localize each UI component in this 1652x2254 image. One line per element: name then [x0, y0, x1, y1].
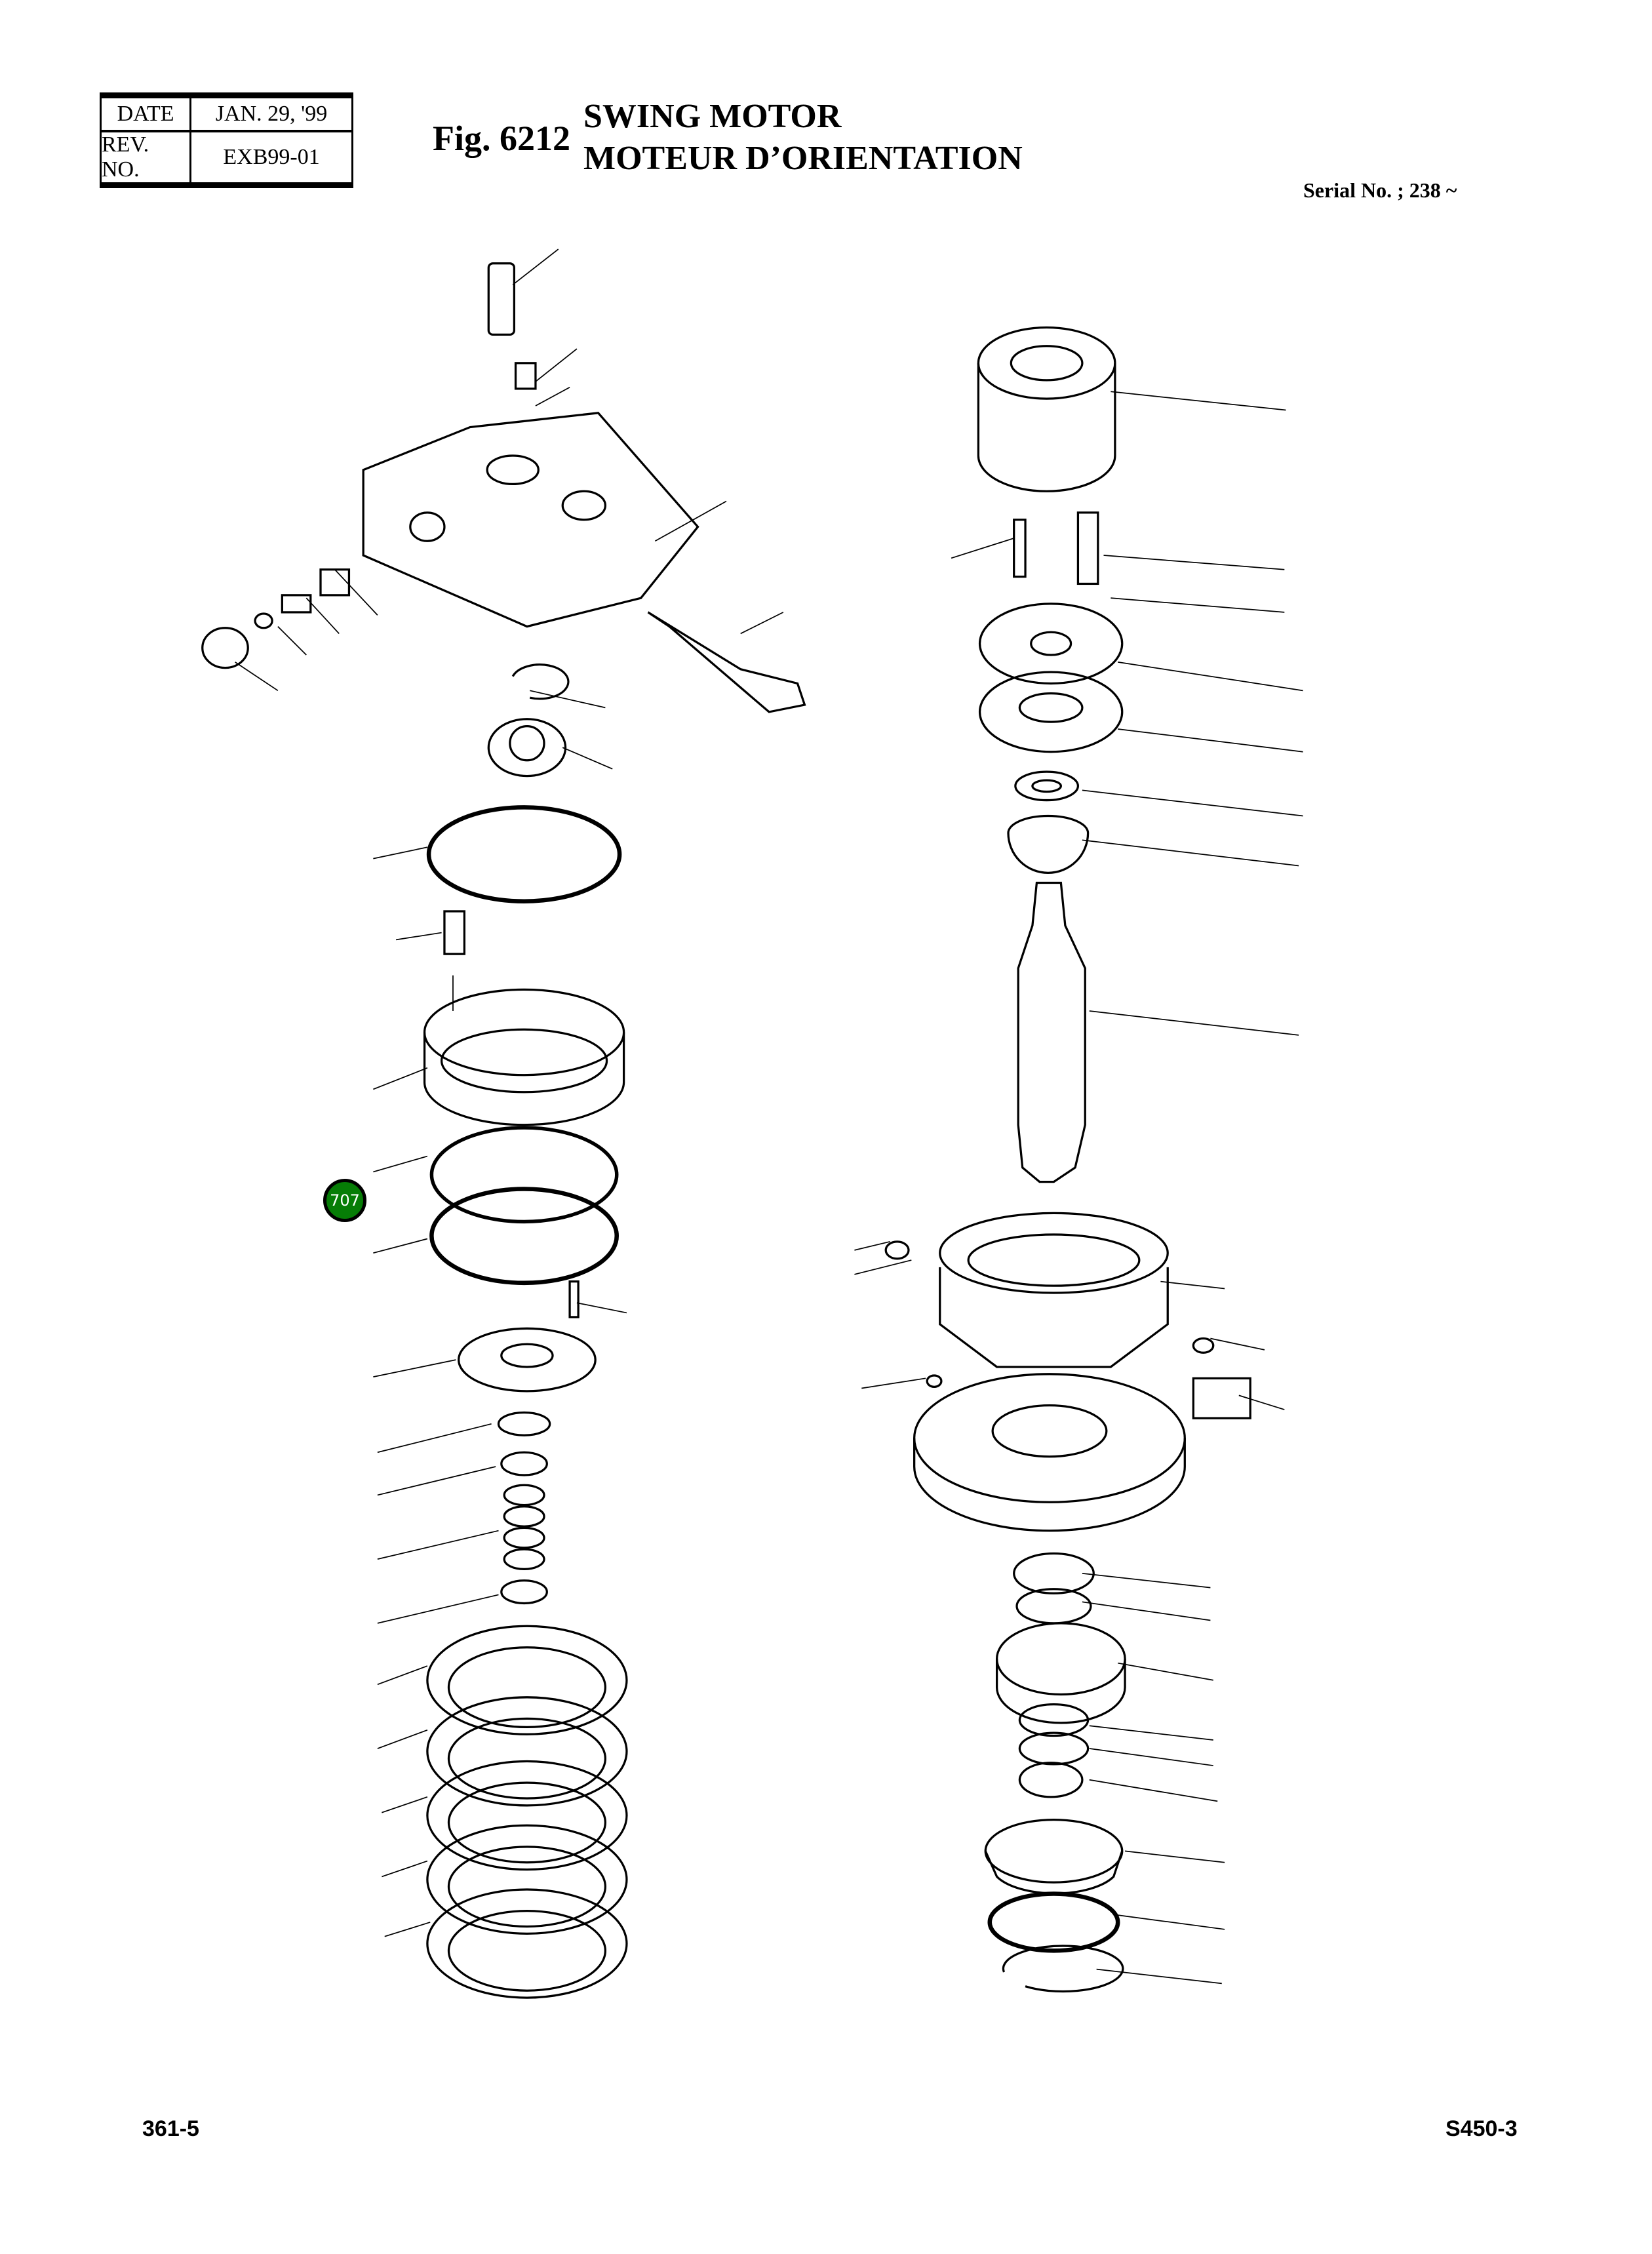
leader-lines — [235, 248, 1303, 1985]
callout-badge-707[interactable]: 707 — [323, 1179, 366, 1222]
rev-label: REV. NO. — [102, 132, 192, 182]
right-column-parts — [884, 326, 1251, 1993]
left-column-parts — [201, 262, 806, 1999]
rev-value: EXB99-01 — [223, 145, 320, 169]
page-number: 361-5 — [142, 2116, 199, 2141]
serial-number: Serial No. ; 238 ~ — [1303, 178, 1457, 202]
title-french: MOTEUR D’ORIENTATION — [583, 140, 1023, 177]
date-label: DATE — [102, 98, 192, 132]
model-number: S450-3 — [1446, 2116, 1518, 2141]
title-english: SWING MOTOR — [583, 98, 842, 135]
revision-table: DATE JAN. 29, '99 REV. NO. EXB99-01 — [100, 92, 353, 188]
date-value: JAN. 29, '99 — [191, 98, 351, 132]
figure-number: Fig. 6212 — [433, 119, 570, 158]
